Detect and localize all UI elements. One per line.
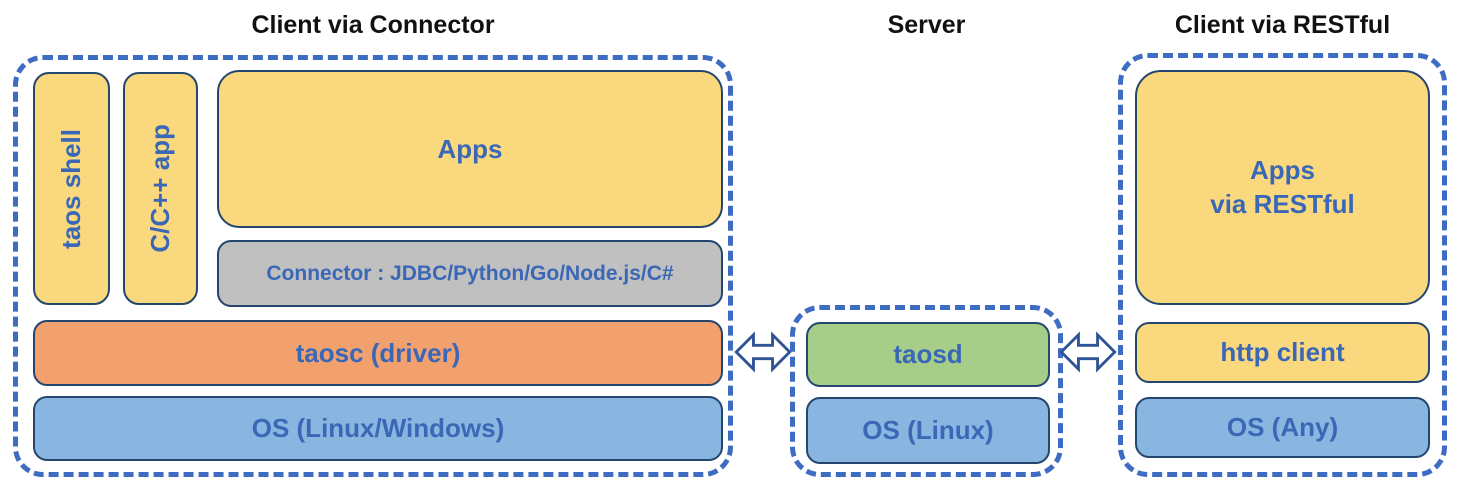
apps-via-restful-line2: via RESTful: [1210, 188, 1355, 219]
client-via-connector-group: taos shell C/C++ app Apps Connector : JD…: [13, 55, 733, 477]
bidirectional-arrow-icon: [734, 331, 792, 373]
taosc-driver-label: taosc (driver): [295, 337, 461, 368]
os-linux-label: OS (Linux): [862, 415, 994, 445]
http-client-box: http client: [1135, 322, 1430, 383]
os-linux-windows-label: OS (Linux/Windows): [251, 413, 505, 443]
section-title-server: Server: [887, 11, 966, 39]
section-title-client-via-restful: Client via RESTful: [1174, 11, 1391, 39]
taosc-driver-box: taosc (driver): [33, 320, 723, 386]
apps-via-restful-label: Apps via RESTful: [1210, 154, 1354, 222]
taosd-box: taosd: [806, 322, 1050, 387]
http-client-label: http client: [1220, 337, 1345, 367]
server-group: taosd OS (Linux): [790, 305, 1063, 477]
apps-label: Apps: [437, 133, 503, 164]
os-linux-box: OS (Linux): [806, 397, 1050, 464]
section-title-client-via-connector: Client via Connector: [251, 11, 495, 39]
connector-label: Connector : JDBC/Python/Go/Node.js/C#: [266, 261, 674, 285]
connector-box: Connector : JDBC/Python/Go/Node.js/C#: [217, 240, 723, 307]
taosd-label: taosd: [893, 339, 963, 369]
c-cpp-app-label: C/C++ app: [145, 124, 175, 253]
os-any-box: OS (Any): [1135, 397, 1430, 458]
os-linux-windows-box: OS (Linux/Windows): [33, 396, 723, 461]
client-via-restful-group: Apps via RESTful http client OS (Any): [1118, 53, 1447, 477]
apps-via-restful-box: Apps via RESTful: [1135, 70, 1430, 305]
os-any-label: OS (Any): [1226, 412, 1339, 442]
apps-via-restful-line1: Apps: [1249, 154, 1315, 185]
taos-shell-box: taos shell: [33, 72, 110, 305]
c-cpp-app-box: C/C++ app: [123, 72, 198, 305]
apps-box: Apps: [217, 70, 723, 228]
taos-shell-label: taos shell: [56, 128, 86, 249]
bidirectional-arrow-icon: [1059, 331, 1117, 373]
